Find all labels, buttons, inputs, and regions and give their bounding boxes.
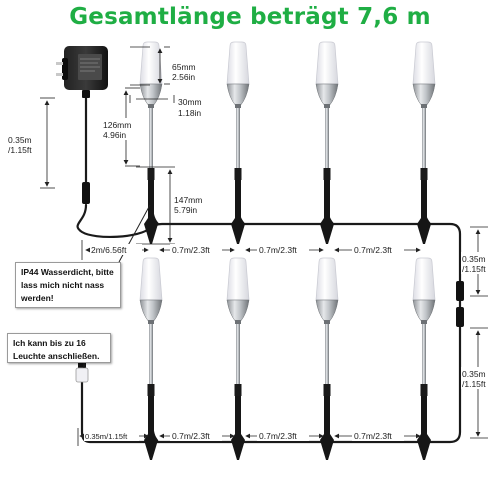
- light-shade: [139, 257, 163, 301]
- neck-width-in: 1.18in: [178, 108, 201, 118]
- light-head-cup: [412, 299, 436, 323]
- light-pole: [149, 324, 153, 384]
- callout-waterproof: IP44 Wasserdicht, bitte lass mich nicht …: [15, 262, 121, 308]
- end-cap-icon: [75, 367, 89, 383]
- right-lower-m: 0.35m: [462, 369, 486, 379]
- light-ground-spike: [417, 396, 431, 460]
- spacing-top-2: 0.7m/2.3ft: [259, 245, 297, 255]
- light-shade: [315, 41, 339, 85]
- light-ground-spike: [231, 180, 245, 244]
- light-neck: [235, 104, 241, 108]
- light-neck: [148, 320, 154, 324]
- light-ground-spike: [417, 180, 431, 244]
- cable-connector-icon: [456, 307, 464, 327]
- cable-connector-icon: [82, 182, 90, 204]
- dimension-labels: 65mm 2.56in 30mm 1.18in 126mm 4.96in 147…: [5, 60, 499, 441]
- light-stake-collar: [323, 168, 331, 180]
- light-neck: [421, 104, 427, 108]
- light-stake-collar: [420, 384, 428, 396]
- spacing-top-1: 0.7m/2.3ft: [172, 245, 210, 255]
- spacing-bottom-3: 0.7m/2.3ft: [354, 431, 392, 441]
- light-stake-collar: [420, 168, 428, 180]
- light-shade: [139, 41, 163, 85]
- garden-light-icon: [139, 41, 163, 244]
- upper-pole-in: 4.96in: [103, 130, 126, 140]
- light-shade: [315, 257, 339, 301]
- garden-light-icon: [315, 257, 339, 460]
- light-head-cup: [226, 83, 250, 107]
- light-head-cup: [139, 299, 163, 323]
- bottom-first-length: 0.35m/1.15ft: [85, 432, 128, 441]
- light-stake-collar: [234, 384, 242, 396]
- light-ground-spike: [320, 396, 334, 460]
- adapter-cable-m: 0.35m: [8, 135, 32, 145]
- light-pole: [325, 108, 329, 168]
- light-stake-collar: [234, 168, 242, 180]
- garden-light-icon: [226, 41, 250, 244]
- light-shade: [226, 41, 250, 85]
- shade-height-mm: 65mm: [172, 62, 196, 72]
- callout-max-lights: Ich kann bis zu 16 Leuchte anschließen.: [7, 333, 111, 363]
- light-pole: [236, 108, 240, 168]
- light-neck: [324, 104, 330, 108]
- light-row: [139, 41, 436, 460]
- light-ground-spike: [320, 180, 334, 244]
- light-shade: [412, 41, 436, 85]
- cable-connector-icon: [456, 281, 464, 301]
- light-head-cup: [412, 83, 436, 107]
- light-ground-spike: [144, 180, 158, 244]
- light-neck: [421, 320, 427, 324]
- light-head-cup: [315, 83, 339, 107]
- cable-network: [76, 94, 462, 444]
- garden-light-icon: [139, 257, 163, 460]
- neck-width-mm: 30mm: [178, 97, 202, 107]
- garden-light-icon: [226, 257, 250, 460]
- light-shade: [226, 257, 250, 301]
- right-lower-ft: /1.15ft: [462, 379, 486, 389]
- light-pole: [422, 324, 426, 384]
- light-neck: [324, 320, 330, 324]
- spacing-bottom-1: 0.7m/2.3ft: [172, 431, 210, 441]
- light-ground-spike: [144, 396, 158, 460]
- light-pole: [325, 324, 329, 384]
- lead-cable-coil: [76, 203, 152, 239]
- right-upper-m: 0.35m: [462, 254, 486, 264]
- light-stake-collar: [147, 168, 155, 180]
- spacing-bottom-2: 0.7m/2.3ft: [259, 431, 297, 441]
- light-pole: [236, 324, 240, 384]
- light-head-cup: [315, 299, 339, 323]
- light-head-cup: [226, 299, 250, 323]
- light-head-cup: [139, 83, 163, 107]
- light-pole: [422, 108, 426, 168]
- right-lower-cable: [80, 324, 462, 444]
- light-pole: [149, 108, 153, 168]
- upper-pole-mm: 126mm: [103, 120, 131, 130]
- garden-light-icon: [412, 41, 436, 244]
- connectors: [75, 182, 464, 383]
- light-neck: [235, 320, 241, 324]
- light-stake-collar: [147, 384, 155, 396]
- garden-light-icon: [412, 257, 436, 460]
- lead-cable-length: 2m/6.56ft: [91, 245, 127, 255]
- light-neck: [148, 104, 154, 108]
- light-stake-collar: [323, 384, 331, 396]
- garden-light-icon: [315, 41, 339, 244]
- lower-stake-in: 5.79in: [174, 205, 197, 215]
- light-shade: [412, 257, 436, 301]
- spacing-top-3: 0.7m/2.3ft: [354, 245, 392, 255]
- shade-height-in: 2.56in: [172, 72, 195, 82]
- lower-stake-mm: 147mm: [174, 195, 202, 205]
- adapter-cable-ft: /1.15ft: [8, 145, 32, 155]
- right-upper-ft: /1.15ft: [462, 264, 486, 274]
- light-ground-spike: [231, 396, 245, 460]
- page-title: Gesamtlänge beträgt 7,6 m: [69, 4, 431, 30]
- power-adapter-icon: [56, 46, 108, 98]
